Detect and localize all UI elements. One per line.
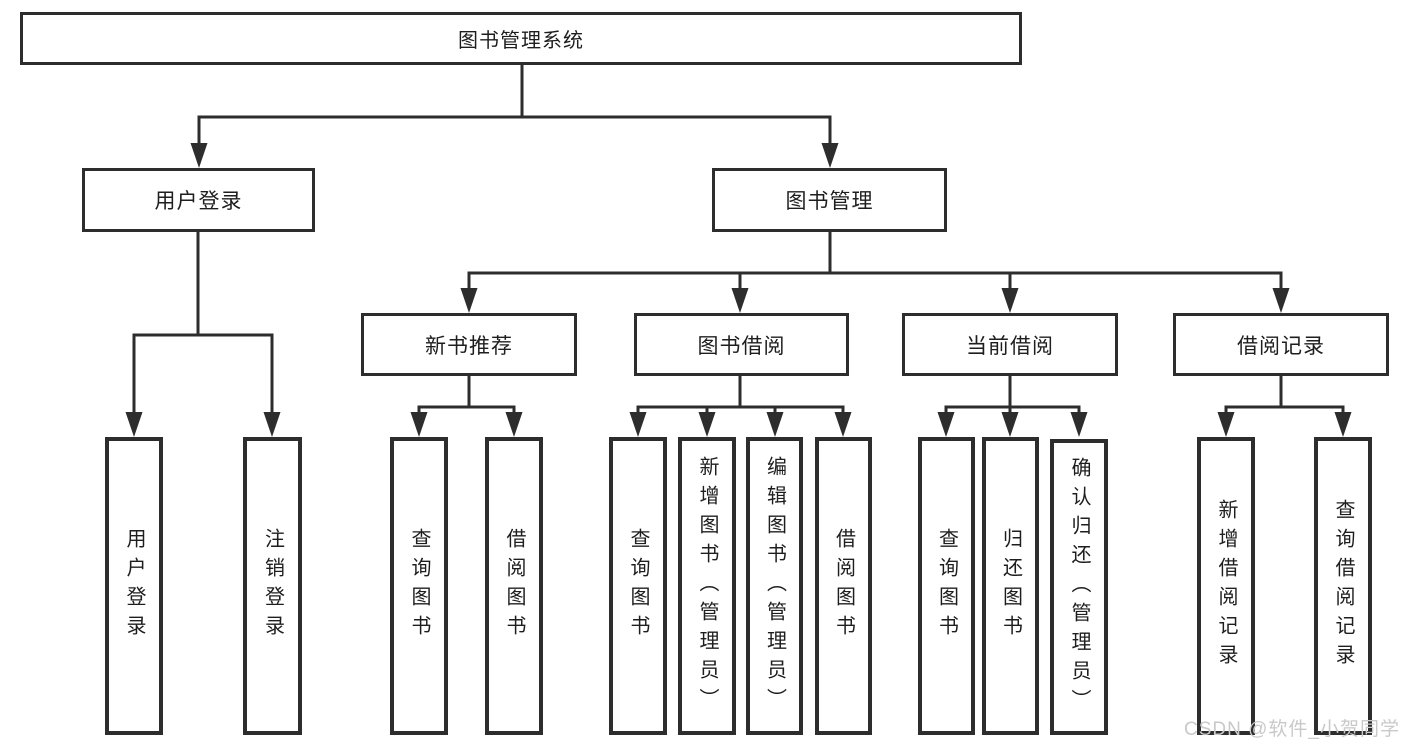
node-user-login: 用户登录 [82, 168, 315, 232]
leaf-records-query-record: 查询借阅记录 [1314, 437, 1372, 735]
leaf-borrow-edit-book-admin: 编辑图书（管理员） [746, 437, 803, 735]
leaf-borrow-query-books: 查询图书 [609, 437, 667, 735]
node-library-system: 图书管理系统 [20, 12, 1022, 65]
leaf-newbooks-borrow-books: 借阅图书 [485, 437, 543, 735]
node-borrow-records: 借阅记录 [1173, 313, 1389, 376]
leaf-logout: 注销登录 [243, 437, 302, 735]
node-book-management: 图书管理 [712, 168, 947, 232]
node-new-book-recommend: 新书推荐 [361, 313, 577, 376]
leaf-records-add-record: 新增借阅记录 [1197, 437, 1255, 735]
leaf-borrow-borrow-books: 借阅图书 [815, 437, 872, 735]
leaf-current-confirm-return-admin: 确认归还（管理员） [1050, 439, 1108, 735]
node-book-borrow: 图书借阅 [634, 313, 849, 376]
leaf-user-login: 用户登录 [105, 437, 163, 735]
arrowhead-icons [125, 143, 1352, 437]
node-current-borrow: 当前借阅 [902, 313, 1118, 376]
leaf-current-query-books: 查询图书 [918, 437, 975, 735]
watermark: CSDN @软件_小贺同学 [1184, 719, 1400, 740]
leaf-newbooks-query-books: 查询图书 [390, 437, 448, 735]
leaf-borrow-add-book-admin: 新增图书（管理员） [678, 437, 736, 735]
leaf-current-return-books: 归还图书 [982, 437, 1039, 735]
